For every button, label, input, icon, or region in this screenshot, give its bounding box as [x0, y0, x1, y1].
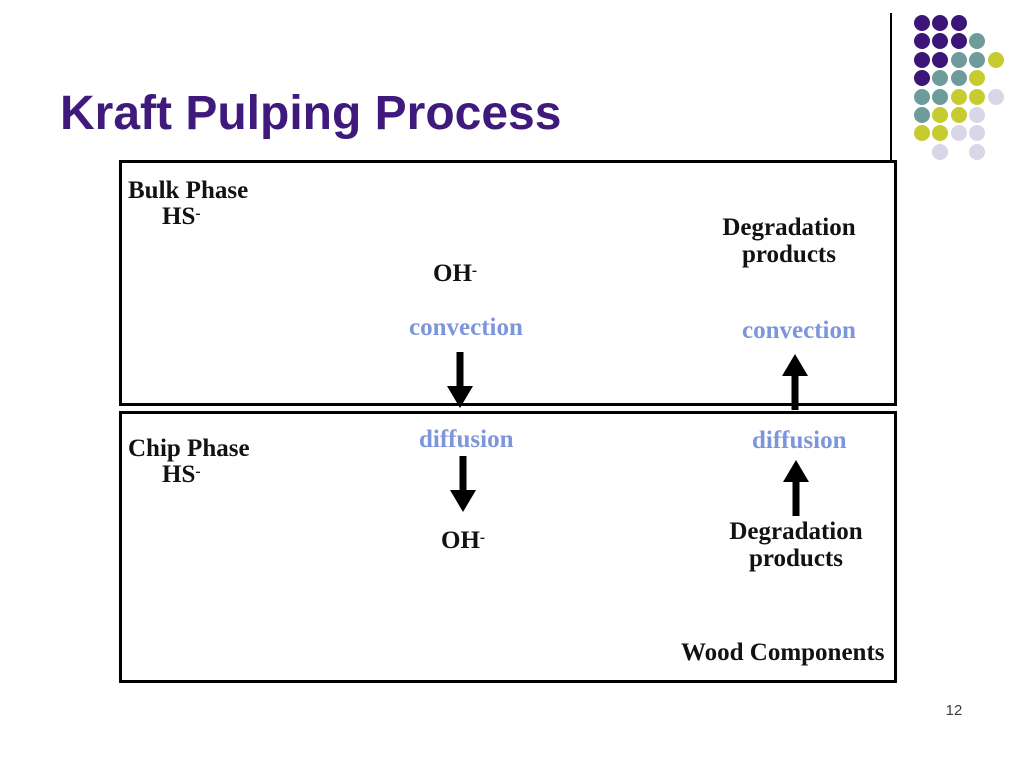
decoration-dot	[950, 88, 967, 105]
bulk-oh-label: OH-	[433, 260, 477, 287]
bulk-hs-label: HS-	[162, 203, 201, 230]
decoration-dot	[969, 70, 986, 87]
chip-degradation-line2: products	[748, 545, 843, 572]
bulk-hs-text: HS	[162, 203, 196, 230]
decoration-dot	[932, 33, 949, 50]
decoration-dot	[914, 70, 930, 87]
bulk-degradation-line1: Degradation	[722, 214, 856, 241]
wood-components-label: Wood Components	[681, 639, 885, 666]
decoration-dot	[969, 33, 986, 50]
dot-decoration	[914, 15, 1009, 170]
decoration-dot	[950, 33, 967, 50]
decoration-dot	[987, 88, 1004, 105]
decoration-dot	[969, 51, 986, 68]
decoration-dot	[914, 125, 930, 142]
bulk-degradation-label: Degradation products	[709, 214, 869, 268]
chip-degradation-label: Degradation products	[716, 518, 876, 572]
decoration-dot	[914, 88, 930, 105]
decoration-dot	[914, 33, 930, 50]
chip-hs-superscript: -	[195, 463, 201, 480]
diffusion-up-arrow-icon	[783, 460, 809, 516]
decoration-dot	[950, 51, 967, 68]
decoration-dot	[950, 15, 967, 31]
page-title: Kraft Pulping Process	[60, 87, 562, 140]
decoration-dot	[932, 15, 949, 31]
decoration-dot	[969, 107, 986, 123]
page-number: 12	[945, 702, 963, 719]
decoration-dot	[914, 107, 930, 123]
bulk-phase-box	[119, 160, 897, 406]
bulk-oh-text: OH	[433, 260, 472, 287]
decoration-dot	[969, 88, 986, 105]
bulk-degradation-line2: products	[741, 241, 836, 268]
chip-oh-superscript: -	[479, 529, 486, 546]
bulk-convection-left-label: convection	[409, 314, 523, 341]
bulk-oh-superscript: -	[471, 262, 478, 279]
bulk-convection-right-label: convection	[742, 317, 856, 344]
decoration-dot	[914, 15, 930, 31]
decoration-dot	[914, 51, 930, 68]
chip-phase-box	[119, 411, 897, 683]
chip-hs-label: HS-	[162, 461, 201, 488]
chip-oh-text: OH	[441, 527, 480, 554]
bulk-phase-label: Bulk Phase	[128, 177, 249, 204]
decoration-dot	[987, 51, 1004, 68]
chip-diffusion-left-label: diffusion	[419, 426, 514, 453]
decoration-dot	[932, 107, 949, 123]
decoration-dot	[932, 125, 949, 142]
chip-oh-label: OH-	[441, 527, 485, 554]
convection-down-arrow-icon	[447, 352, 473, 408]
chip-degradation-line1: Degradation	[729, 518, 863, 545]
chip-phase-label: Chip Phase	[128, 435, 250, 462]
decoration-dot	[932, 88, 949, 105]
decoration-dot	[969, 143, 986, 160]
decoration-dot	[969, 125, 986, 142]
diffusion-down-arrow-icon	[450, 456, 476, 512]
decoration-dot	[932, 51, 949, 68]
chip-diffusion-right-label: diffusion	[752, 427, 847, 454]
vertical-rule	[890, 13, 892, 187]
decoration-dot	[932, 143, 949, 160]
convection-up-arrow-icon	[782, 354, 808, 410]
decoration-dot	[932, 70, 949, 87]
decoration-dot	[950, 70, 967, 87]
decoration-dot	[950, 125, 967, 142]
bulk-hs-superscript: -	[195, 205, 201, 222]
decoration-dot	[950, 107, 967, 123]
chip-hs-text: HS	[162, 461, 196, 488]
